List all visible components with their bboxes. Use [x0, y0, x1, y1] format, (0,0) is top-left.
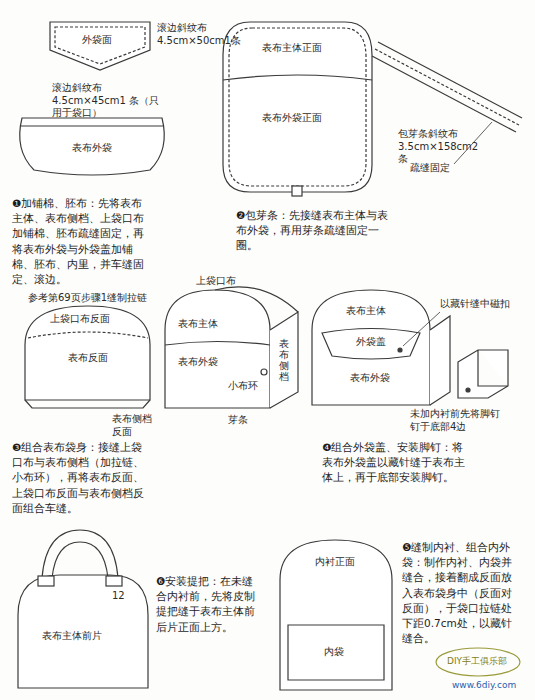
bag-foot-corner	[458, 350, 508, 398]
part-label: 疏缝固定	[410, 162, 450, 174]
pocket-line	[223, 75, 372, 80]
part-label: 表布外袋	[178, 356, 218, 368]
part-label: 内衬正面	[315, 556, 355, 568]
stamp-ring	[436, 648, 520, 676]
part-label: 表布主体	[346, 305, 386, 317]
part-label: 表布外袋	[72, 142, 112, 154]
part-label: 表布主体正面	[262, 42, 322, 54]
gusset	[25, 400, 150, 408]
zipper-line	[28, 332, 148, 338]
part-label: 滚边斜纹布 4.5cm×50cm1条	[157, 22, 241, 47]
lining	[280, 540, 392, 690]
step-instruction: ❶加铺棉、胚布：先将表布主体、表布侧档、上袋口布加铺棉、胚布疏缝固定，再将表布外…	[12, 196, 152, 287]
part-label: 内袋	[324, 646, 344, 658]
callout-number: 12	[112, 590, 125, 602]
top-band	[215, 287, 298, 312]
pocket-flap	[50, 22, 150, 70]
bag-reverse	[25, 306, 150, 400]
step-instruction: ❸组合表布袋身：接缝上袋口布与表布侧档（加拉链、小布环），再将表布反面、上袋口布…	[12, 440, 152, 516]
part-label: 表布侧档 反面	[112, 413, 157, 438]
handle	[42, 530, 118, 578]
leader-line	[403, 312, 440, 346]
handle-tab	[38, 576, 54, 586]
bag-front	[165, 290, 270, 408]
part-label: 外袋面	[82, 34, 112, 46]
part-label: 小布环	[228, 380, 258, 392]
part-label: 滚边斜纹布4.5cm×45cm1 条（只用于袋口）	[52, 82, 164, 120]
part-label: 参考第69页步骤1缝制拉链	[28, 292, 147, 304]
part-label: 表布外袋	[350, 372, 390, 384]
bag-side	[430, 316, 450, 405]
step-instruction: ❻安装提把：在未缝合内衬前，先将皮制提把缝于表布主体前后片正面上方。	[156, 574, 264, 635]
piping-strip	[372, 42, 522, 132]
part-label: 表布侧档	[279, 338, 289, 382]
part-label: 表布外袋正面	[262, 112, 322, 124]
inner-pocket	[288, 625, 384, 680]
part-label: 上袋口布	[196, 275, 236, 287]
bag-front	[18, 575, 148, 688]
bag-body	[223, 22, 372, 192]
step-instruction: ❷包芽条：先接缝表布主体与表布外袋，再用芽条疏缝固定一圈。	[236, 208, 391, 254]
bag-side	[270, 312, 298, 408]
part-label: 外袋盖	[356, 336, 386, 348]
handle-tab	[106, 576, 122, 586]
part-label: 包芽条斜纹布 3.5cm×158cm2条	[398, 128, 482, 166]
part-label: 芽条	[228, 414, 248, 426]
outer-pocket	[20, 118, 165, 175]
part-label: 表布主体前片	[42, 630, 102, 642]
fabric-loop	[261, 369, 267, 375]
pocket-line	[165, 342, 270, 346]
foot-stud	[466, 388, 470, 392]
watermark: DIY手工俱乐部	[447, 656, 507, 667]
part-label: 以藏针缝中磁扣	[440, 298, 510, 310]
bag-front	[312, 290, 430, 405]
part-label: 表布主体	[178, 318, 218, 330]
watermark: www.6diy.com	[452, 680, 516, 691]
stitch-line	[55, 27, 145, 64]
part-label: 表布反面	[68, 352, 108, 364]
part-label: 上袋口布反面	[50, 313, 110, 325]
tab	[292, 186, 302, 196]
binding-line	[20, 125, 164, 126]
part-label: 未加内衬前先将脚钉钉于底部4边	[410, 408, 505, 433]
step-instruction: ❺缝制内衬、组合内外袋：制作内衬、内袋并缝合，接着翻成反面放入表布袋身中（反面对…	[402, 540, 520, 647]
stitch-line	[229, 28, 366, 186]
magnet-snap	[398, 348, 402, 352]
stitch-line	[375, 49, 519, 125]
step-instruction: ❹组合外袋盖、安装脚钉：将表布外袋盖以藏针缝于表布主体上，再于底部安装脚钉。	[322, 440, 472, 486]
